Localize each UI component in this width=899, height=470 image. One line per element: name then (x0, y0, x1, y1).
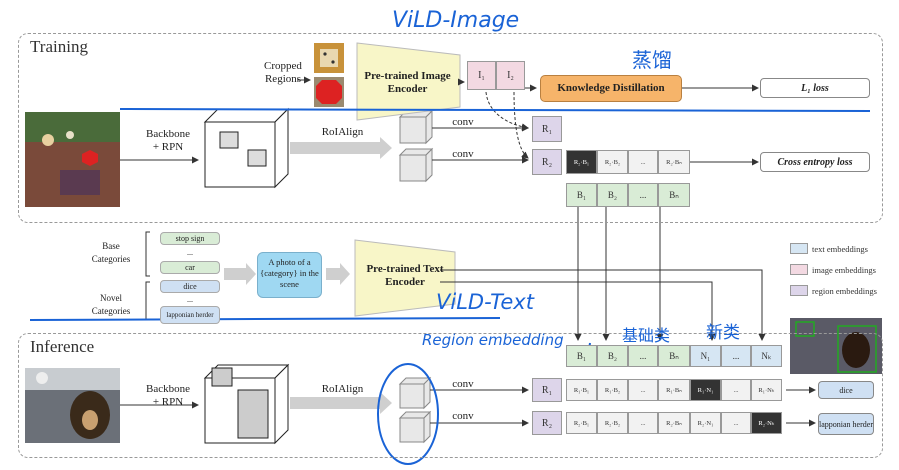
legend-region-label: region embeddings (812, 286, 877, 296)
header-cell: Nₖ (751, 345, 782, 367)
score-cell: ... (628, 412, 658, 434)
inference-photo (25, 368, 120, 443)
score-cell: R₂·N₁ (690, 412, 721, 434)
legend-text-swatch (790, 243, 808, 254)
prompt-template-box (257, 252, 322, 298)
l1-loss-box: L₁ loss (760, 78, 870, 98)
inference-region-r1: R₁ (532, 378, 562, 402)
training-section (18, 33, 883, 223)
score-cell: R₂·B₁ (566, 150, 597, 174)
region-embedding-r2: R₂ (532, 149, 562, 175)
training-photo (25, 112, 120, 207)
training-backbone-cube (203, 107, 290, 189)
inference-section (18, 333, 883, 458)
image-encoder-label: Pre-trained Image Encoder (364, 70, 451, 95)
score-cell: R₁·Bₙ (658, 379, 690, 401)
image-embedding-i1: I₁ (467, 61, 496, 90)
cross-entropy-loss-box: Cross entropy loss (760, 152, 870, 172)
inference-conv1-label: conv (452, 378, 474, 390)
legend-image-label: image embeddings (812, 265, 876, 275)
flow-arrows (120, 76, 816, 427)
detection-result-photo (790, 318, 882, 374)
score-cell: ... (721, 412, 751, 434)
image-encoder-shape (356, 42, 461, 121)
header-cell: B₂ (597, 345, 628, 367)
score-cell: ... (628, 150, 658, 174)
knowledge-distillation-box (540, 75, 682, 102)
novel-category-item: lapponian herder (160, 306, 220, 324)
legend-region-swatch (790, 285, 808, 296)
base-embedding-cell: B₁ (566, 183, 597, 207)
score-cell: R₁·B₂ (597, 379, 628, 401)
header-cell: Bₙ (658, 345, 690, 367)
knowledge-distillation-label: Knowledge Distillation (557, 82, 665, 94)
inference-region-r2: R₂ (532, 411, 562, 435)
base-embedding-cell: Bₙ (658, 183, 690, 207)
base-embedding-cell: ... (628, 183, 658, 207)
score-cell: R₂·B₂ (597, 412, 628, 434)
base-embedding-cell: B₂ (597, 183, 628, 207)
legend-image-swatch (790, 264, 808, 275)
inference-title: Inference (30, 337, 95, 356)
output-label-dice: dice (818, 381, 874, 399)
inference-roialign-label: RoIAlign (321, 383, 364, 395)
score-cell: ... (721, 379, 751, 401)
header-cell: B₁ (566, 345, 597, 367)
legend-text-label: text embeddings (812, 244, 868, 254)
score-cell: R₁·Nₖ (751, 379, 782, 401)
novel-class-annotation: 新类 (706, 323, 740, 343)
training-feature-cubes (398, 109, 434, 183)
output-label-lapponian-herder: lapponian herder (818, 413, 874, 435)
base-category-item: ... (187, 248, 193, 257)
text-encoder-label: Pre-trained Text Encoder (366, 263, 444, 288)
novel-categories-label: Novel Categories (91, 293, 131, 316)
base-categories-label: Base Categories (91, 241, 131, 264)
inference-backbone-label: Backbone + RPN (146, 383, 190, 408)
training-roialign-label: RoIAlign (321, 126, 364, 138)
base-category-item: stop sign (160, 232, 220, 245)
region-embedding-annotation: Region embedding (422, 331, 564, 349)
prompt-template-label: A photo of a {category} in the scene (260, 257, 319, 289)
score-cell: R₁·B₁ (566, 379, 597, 401)
vild-text-annotation: ViLD-Text (436, 290, 534, 314)
score-cell: ... (628, 379, 658, 401)
grey-flow-arrows (224, 137, 392, 414)
inference-backbone-cube (203, 363, 290, 445)
inference-feature-cubes (398, 376, 432, 444)
inference-conv2-label: conv (452, 410, 474, 422)
header-cell: ... (628, 345, 658, 367)
training-title: Training (30, 37, 88, 56)
cropped-stopsign-photo (314, 77, 344, 107)
score-cell: R₂·Nₖ (751, 412, 782, 434)
text-encoder-shape (354, 239, 456, 317)
score-cell: R₂·Bₙ (658, 412, 690, 434)
base-class-annotation: 基础类 (622, 326, 671, 345)
base-category-item: car (160, 261, 220, 274)
novel-category-item: ... (187, 295, 193, 304)
image-embedding-i2: I₂ (496, 61, 525, 90)
novel-category-item: dice (160, 280, 220, 293)
region-embedding-r1: R₁ (532, 116, 562, 142)
training-conv2-label: conv (452, 148, 474, 160)
score-cell: R₂·Bₙ (658, 150, 690, 174)
cropped-regions-label: Cropped Regions (264, 60, 302, 85)
header-cell: ... (721, 345, 751, 367)
vild-image-annotation: ViLD-Image (392, 8, 520, 33)
header-cell: N₁ (690, 345, 721, 367)
training-conv1-label: conv (452, 116, 474, 128)
training-backbone-label: Backbone + RPN (146, 128, 190, 153)
score-cell: R₁·N₁ (690, 379, 721, 401)
score-cell: R₂·B₁ (566, 412, 597, 434)
cropped-dice-photo (314, 43, 344, 73)
distill-annotation: 蒸馏 (632, 48, 672, 72)
score-cell: R₂·B₂ (597, 150, 628, 174)
